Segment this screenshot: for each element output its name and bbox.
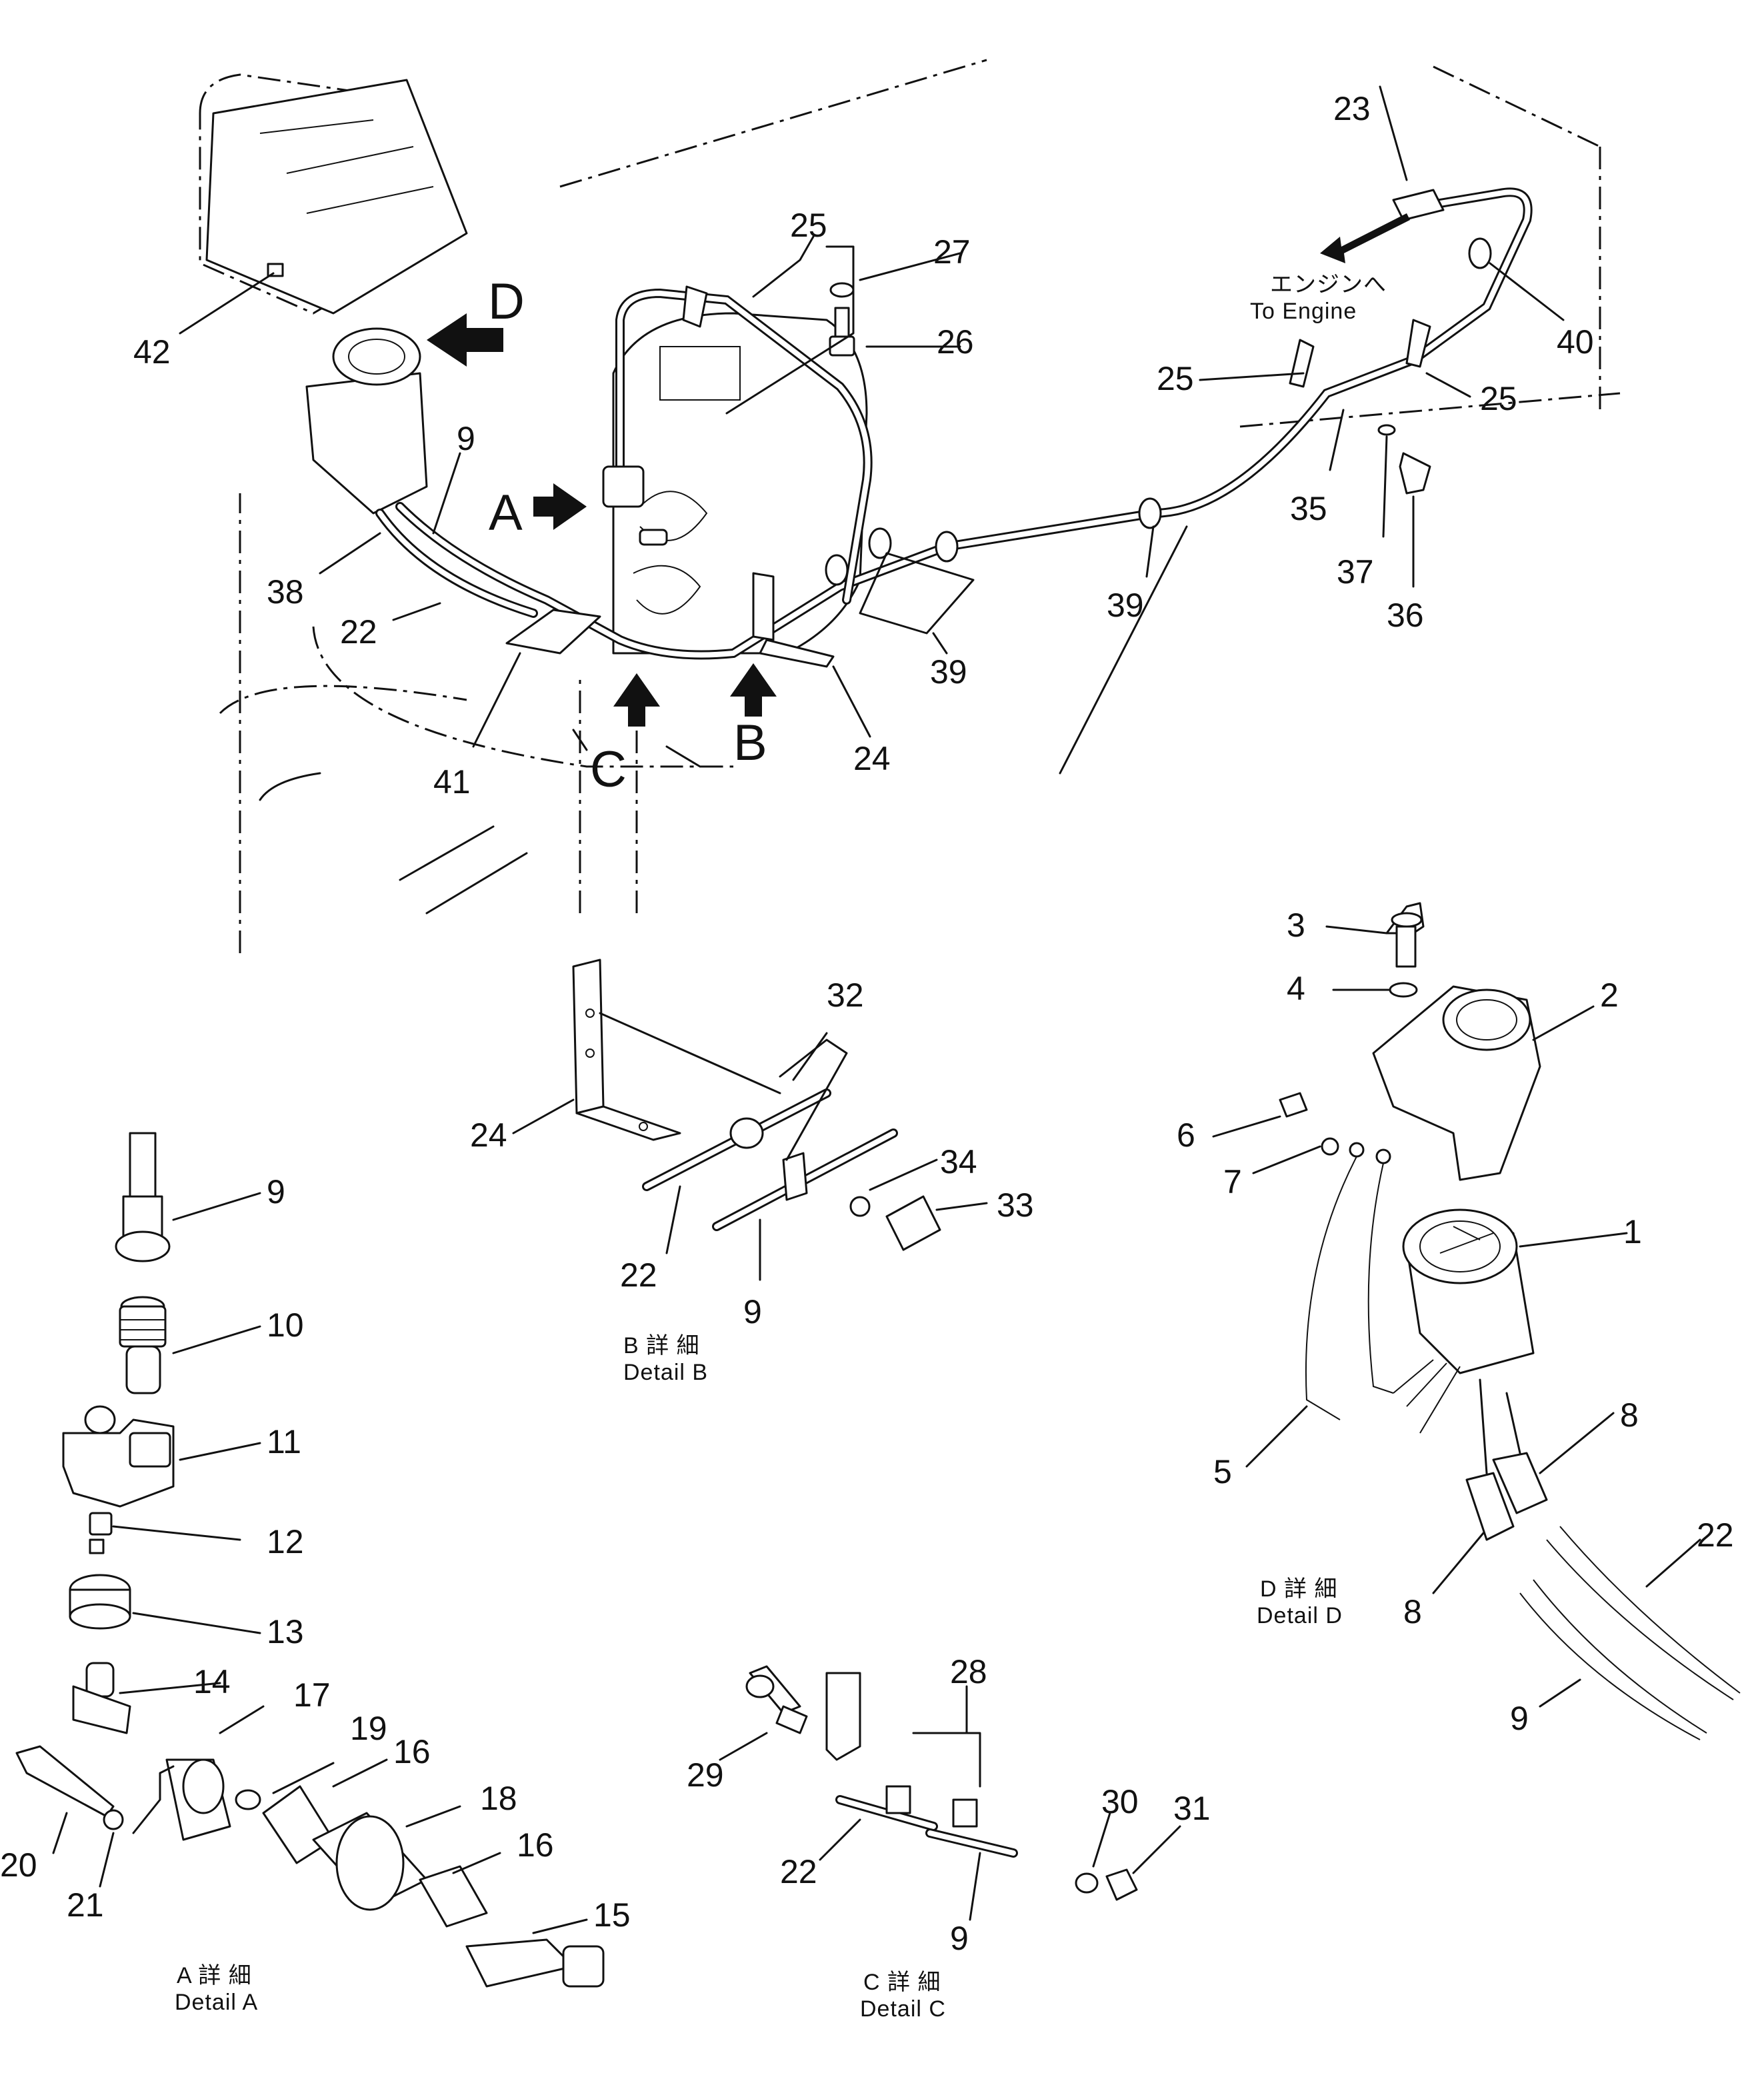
view-letter-c: C (590, 741, 627, 798)
callout-39-left: 39 (930, 653, 967, 691)
detail-d-view: 3 4 2 6 7 1 5 8 8 22 9 D 詳 細 Detail D (1177, 902, 1741, 1740)
callout-35: 35 (1290, 490, 1327, 527)
callout-18: 18 (480, 1780, 517, 1817)
callout-6: 6 (1177, 1116, 1195, 1154)
detail-a-caption-en: Detail A (175, 1990, 258, 2015)
view-letter-d: D (488, 273, 525, 330)
view-d-arrow (427, 313, 503, 367)
callout-22-detail-d: 22 (1697, 1516, 1734, 1554)
callout-17: 17 (293, 1676, 331, 1714)
callout-7: 7 (1223, 1163, 1242, 1200)
callout-10: 10 (267, 1306, 304, 1344)
callout-28: 28 (950, 1653, 987, 1690)
callout-2: 2 (1600, 977, 1619, 1014)
callout-9-detail-d: 9 (1510, 1700, 1529, 1737)
callout-25-left: 25 (1157, 360, 1194, 397)
callout-20: 20 (0, 1846, 37, 1884)
callout-26: 26 (937, 323, 974, 361)
callout-9-detail-c: 9 (950, 1920, 969, 1957)
callout-39-right: 39 (1107, 587, 1144, 624)
callout-9: 9 (457, 420, 475, 457)
engine-note-jp: エンジンへ (1270, 272, 1387, 297)
callout-33: 33 (997, 1186, 1034, 1224)
callout-23: 23 (1333, 90, 1371, 127)
callout-42: 42 (133, 333, 171, 371)
callout-8-lower: 8 (1403, 1593, 1422, 1630)
engine-direction-arrow (1320, 213, 1410, 263)
view-c-arrow (613, 673, 660, 727)
callout-5: 5 (1213, 1453, 1232, 1490)
callout-38: 38 (267, 573, 304, 611)
view-letter-a: A (489, 485, 523, 541)
callout-13: 13 (267, 1613, 304, 1650)
detail-d-caption-jp: D 詳 細 (1260, 1576, 1337, 1602)
callout-8-upper: 8 (1620, 1396, 1639, 1434)
callout-16-upper: 16 (393, 1733, 431, 1770)
callout-25-right: 25 (1480, 380, 1517, 417)
callout-36: 36 (1387, 597, 1424, 634)
callout-34: 34 (940, 1143, 977, 1180)
callout-9-detail-b: 9 (743, 1293, 762, 1330)
callout-12: 12 (267, 1523, 304, 1560)
callout-29: 29 (687, 1756, 724, 1794)
detail-b-view: 32 24 22 9 34 33 B 詳 細 Detail B (470, 959, 1034, 1385)
detail-a-caption-jp: A 詳 細 (177, 1963, 252, 1988)
callout-15: 15 (593, 1896, 631, 1934)
callout-9-detail-a: 9 (267, 1173, 285, 1210)
view-letter-b: B (733, 715, 767, 771)
callout-24: 24 (853, 740, 891, 777)
detail-b-caption-en: Detail B (623, 1360, 708, 1385)
detail-a-view: 9 10 11 12 13 14 17 19 16 18 16 15 20 21… (0, 1132, 631, 2015)
view-a-arrow (533, 483, 587, 530)
callout-22: 22 (340, 613, 377, 651)
callout-27: 27 (933, 233, 971, 271)
engine-note-en: To Engine (1250, 299, 1357, 324)
detail-b-caption-jp: B 詳 細 (623, 1333, 700, 1358)
detail-d-caption-en: Detail D (1257, 1603, 1343, 1628)
callout-16-lower: 16 (517, 1826, 554, 1864)
detail-c-view: 28 29 22 9 30 31 C 詳 細 Detail C (687, 1653, 1211, 2022)
detail-c-caption-jp: C 詳 細 (863, 1970, 941, 1995)
callout-1: 1 (1623, 1213, 1642, 1250)
callout-21: 21 (67, 1886, 104, 1924)
callout-40: 40 (1557, 323, 1594, 361)
callout-41: 41 (433, 763, 471, 801)
callout-11: 11 (267, 1423, 301, 1460)
callout-22-detail-b: 22 (620, 1256, 657, 1294)
main-view-callouts: 23 25 27 26 25 25 40 42 9 38 22 41 35 37… (133, 90, 1594, 801)
callout-4: 4 (1287, 970, 1305, 1007)
callout-22-detail-c: 22 (780, 1853, 817, 1890)
view-b-arrow (730, 663, 777, 717)
callout-19: 19 (350, 1710, 387, 1747)
callout-25-top: 25 (790, 207, 827, 244)
detail-c-caption-en: Detail C (860, 1996, 946, 2022)
callout-37: 37 (1337, 553, 1374, 591)
callout-24-detail-b: 24 (470, 1116, 507, 1154)
callout-32: 32 (827, 977, 864, 1014)
main-assembly-view (179, 59, 1621, 953)
callout-31: 31 (1173, 1790, 1211, 1827)
callout-30: 30 (1101, 1783, 1139, 1820)
callout-3: 3 (1287, 907, 1305, 944)
callout-14: 14 (193, 1663, 231, 1700)
